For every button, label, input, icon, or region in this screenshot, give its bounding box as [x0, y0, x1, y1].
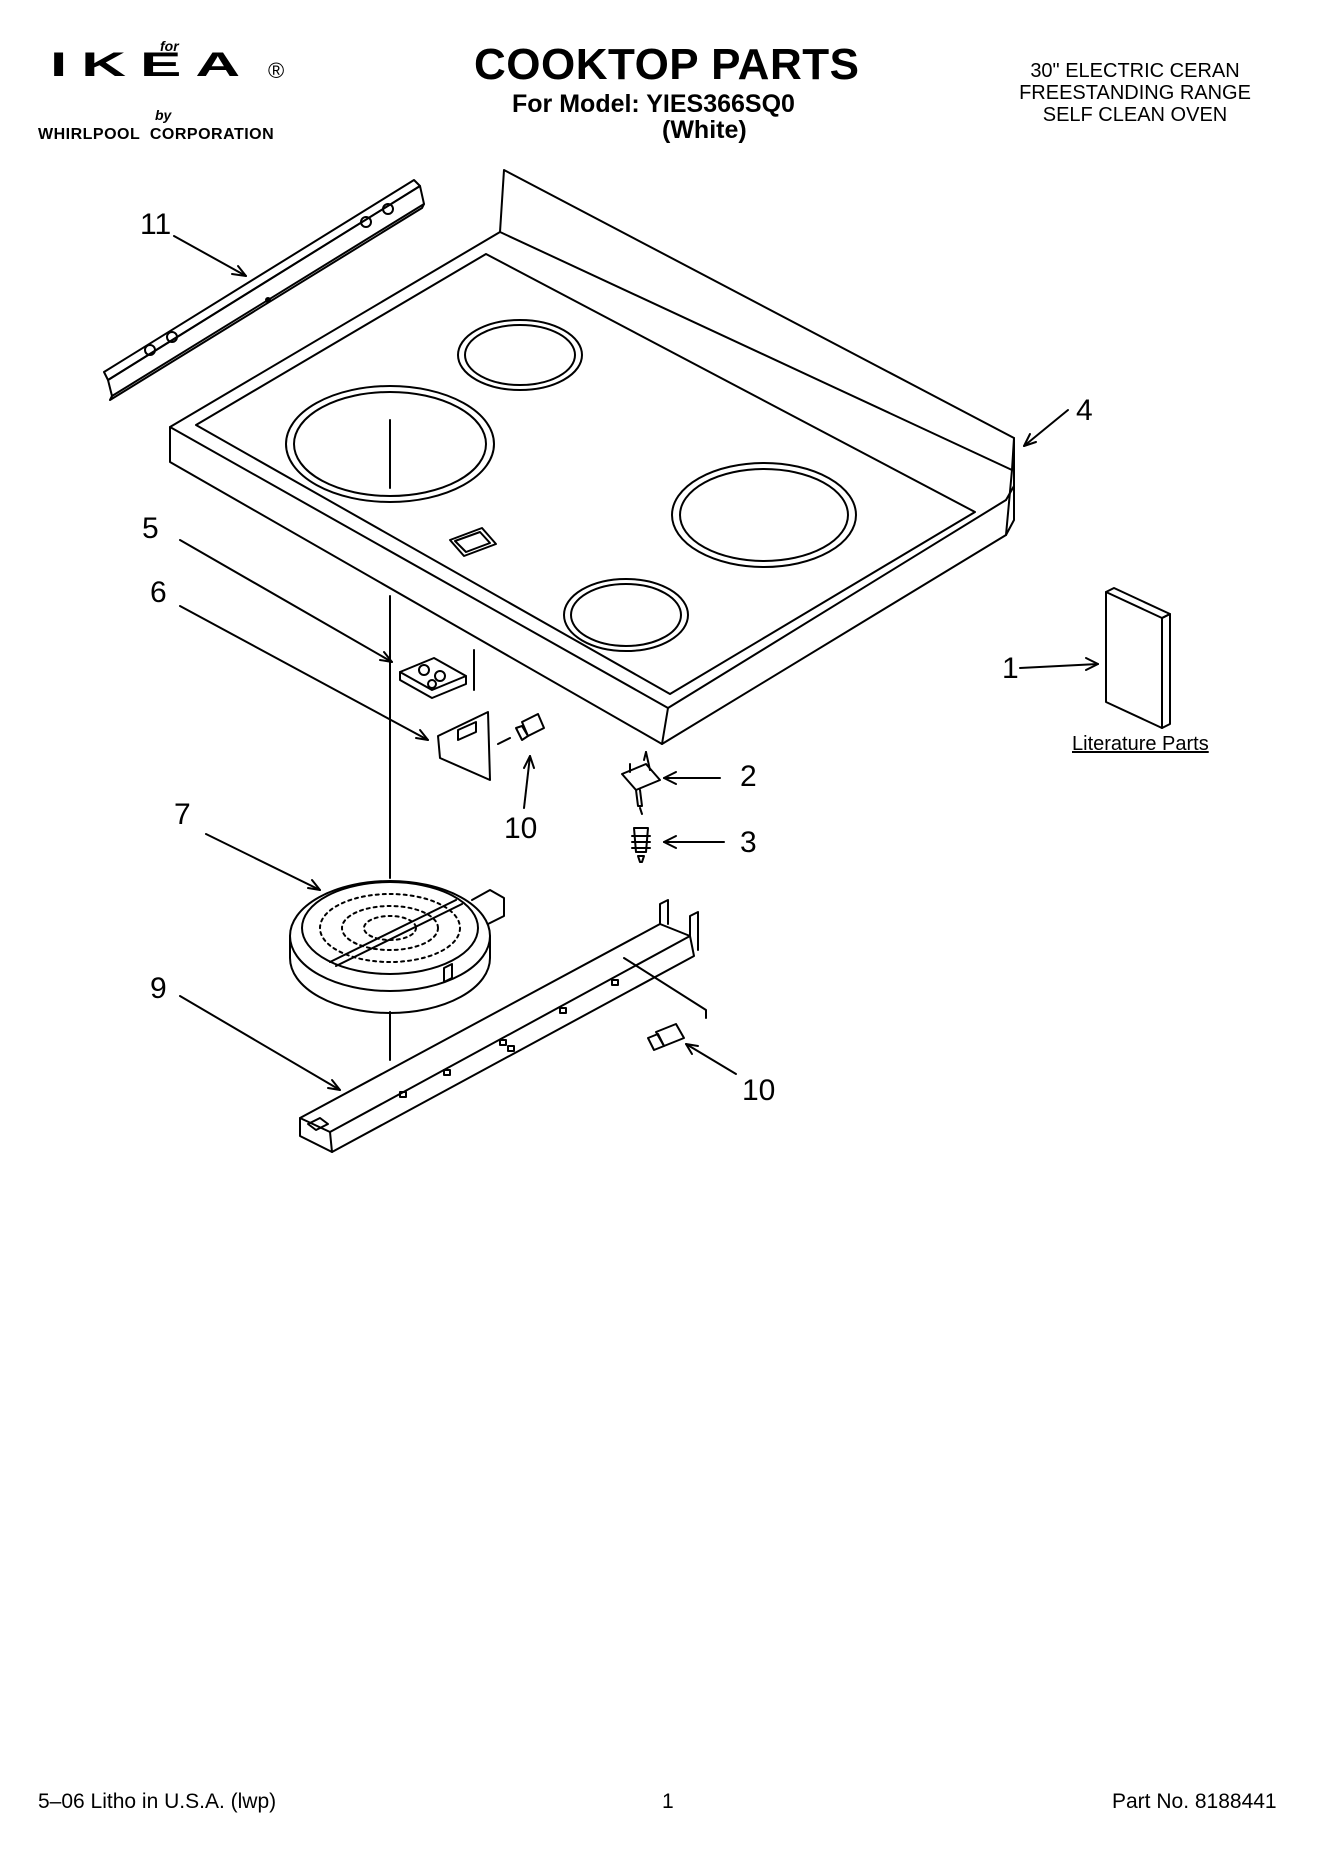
screw-part — [631, 827, 651, 863]
radiant-element-part — [289, 880, 505, 1014]
page-title: COOKTOP PARTS — [474, 40, 860, 89]
screw-part-upper — [497, 713, 545, 745]
color-line: (White) — [662, 116, 747, 144]
callout-5: 5 — [142, 512, 159, 545]
literature-parts-block — [1105, 587, 1171, 729]
model-line: For Model: YIES366SQ0 — [512, 90, 795, 118]
leader-arrow-11 — [173, 235, 247, 277]
literature-parts-label: Literature Parts — [1072, 733, 1209, 755]
logo-by-text: by — [155, 107, 172, 123]
callout-3: 3 — [740, 826, 757, 859]
description-line-3: SELF CLEAN OVEN — [1042, 104, 1228, 126]
callout-10-upper: 10 — [504, 812, 538, 845]
leader-arrow-10-upper — [523, 755, 531, 809]
callout-9: 9 — [150, 972, 167, 1005]
alignment-lines — [389, 419, 707, 1061]
leader-arrows — [173, 235, 1099, 1091]
callout-4: 4 — [1076, 394, 1093, 427]
description-line-2: FREESTANDING RANGE — [1019, 82, 1251, 104]
terminal-block-part — [399, 649, 475, 699]
leader-arrow-4 — [1023, 409, 1069, 447]
callout-1: 1 — [1002, 652, 1019, 685]
leader-arrow-9 — [179, 995, 341, 1091]
logo-corporation: WHIRLPOOL CORPORATION — [38, 126, 275, 143]
leader-arrow-1 — [1019, 663, 1099, 669]
callout-7: 7 — [174, 798, 191, 831]
footer-page-number: 1 — [662, 1790, 674, 1813]
callout-2: 2 — [740, 760, 757, 793]
cooktop-main-part — [169, 169, 1015, 745]
registered-mark: ® — [268, 58, 285, 83]
rear-bracket-part — [103, 179, 425, 401]
callout-11: 11 — [140, 208, 172, 241]
ikea-logo: IKEA — [50, 45, 255, 84]
screw-part-lower — [647, 1023, 685, 1051]
clip-part — [621, 751, 661, 815]
support-bar-part — [299, 899, 699, 1153]
leader-arrow-10-lower — [685, 1043, 737, 1075]
leader-arrow-6 — [179, 605, 429, 741]
product-description: 30" ELECTRIC CERAN FREESTANDING RANGE SE… — [1000, 60, 1270, 126]
logo-for-text: for — [160, 38, 179, 54]
footer-litho: 5–06 Litho in U.S.A. (lwp) — [38, 1790, 277, 1813]
callout-6: 6 — [150, 576, 167, 609]
callout-10-lower: 10 — [742, 1074, 776, 1107]
leader-arrow-5 — [179, 539, 393, 663]
description-line-1: 30" ELECTRIC CERAN — [1030, 60, 1240, 82]
footer-part-number: Part No. 8188441 — [1112, 1790, 1277, 1813]
leader-arrow-7 — [205, 833, 321, 891]
terminal-bracket-part — [437, 711, 491, 781]
